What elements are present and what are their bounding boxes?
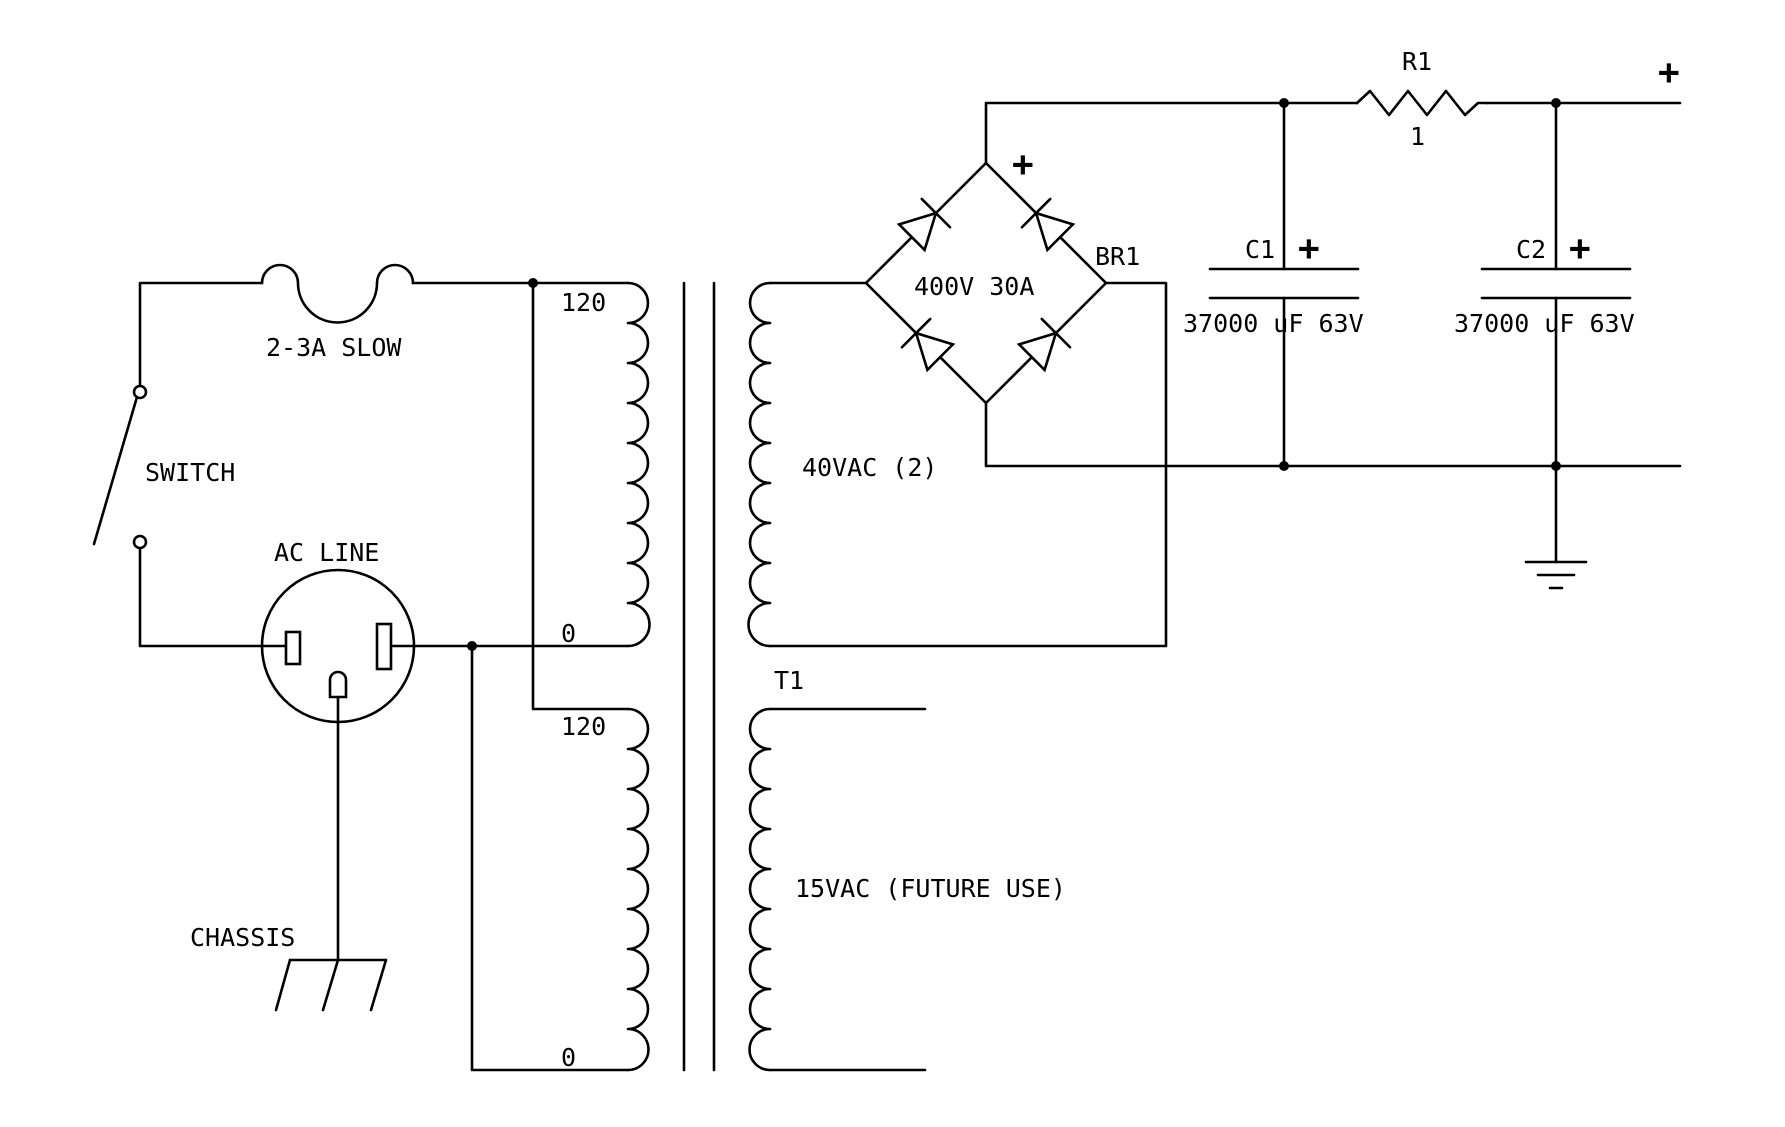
diode-upper-left [896,197,952,253]
secondary-40v-label: 40VAC (2) [802,453,937,482]
c1-ref-label: C1 [1245,235,1275,264]
output-plus-label: + [1658,52,1680,93]
junction-dot [1551,98,1561,108]
junction-dot [1279,461,1289,471]
diode-lower-left [900,317,956,373]
c1-plus-label: + [1298,228,1320,269]
capacitor-c2 [1480,101,1632,564]
ac-outlet [260,568,416,724]
junction-dot [1551,461,1561,471]
tap-label-120-upper: 120 [561,288,606,317]
transformer-primary-upper-winding [626,281,651,648]
resistor-r1 [1355,89,1489,117]
diode-lower-right [1016,317,1072,373]
power-switch [92,384,148,550]
c1-value-label: 37000 uF 63V [1183,309,1364,338]
junction-dot [528,278,538,288]
chassis-ground-symbol [274,958,388,1012]
r1-value-label: 1 [1410,122,1425,151]
c2-ref-label: C2 [1516,235,1546,264]
transformer-secondary-15v-winding [748,707,927,1072]
ac-line-label: AC LINE [274,538,379,567]
r1-ref-label: R1 [1402,47,1432,76]
secondary-15v-label: 15VAC (FUTURE USE) [795,874,1066,903]
fuse-label: 2-3A SLOW [266,333,402,362]
bridge-wiring [768,101,1682,648]
bridge-rating-label: 400V 30A [914,272,1034,301]
switch-label: SWITCH [145,458,235,487]
tap-label-0-lower: 0 [561,1043,576,1072]
c2-value-label: 37000 uF 63V [1454,309,1635,338]
bridge-rectifier [864,161,1108,405]
fuse [260,263,415,324]
bridge-plus-label: + [1012,144,1034,185]
tap-label-0-upper: 0 [561,619,576,648]
transformer-core [682,281,716,1072]
transformer-secondary-40v-winding [747,281,772,648]
c2-plus-label: + [1569,228,1591,269]
primary-wiring [138,281,630,1072]
ground-symbol [1524,560,1588,590]
diode-upper-right [1020,197,1076,253]
transformer-ref-label: T1 [774,666,804,695]
junction-dot [467,641,477,651]
junction-dot [1279,98,1289,108]
chassis-label: CHASSIS [190,923,295,952]
bridge-ref-label: BR1 [1095,242,1140,271]
tap-label-120-lower: 120 [561,712,606,741]
capacitor-c1 [1208,101,1360,468]
transformer-primary-lower-winding [626,707,650,1072]
